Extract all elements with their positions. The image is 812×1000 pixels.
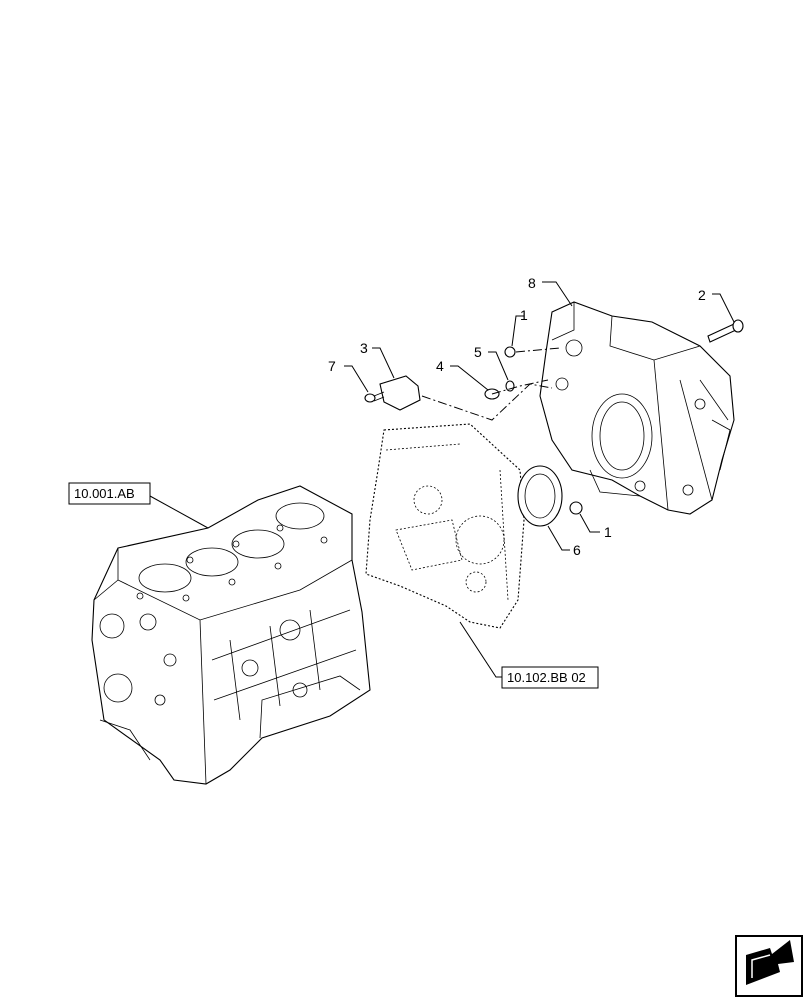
callout-5: 5: [474, 344, 482, 360]
svg-text:10.001.AB: 10.001.AB: [74, 486, 135, 501]
screw-part-7: [364, 391, 385, 403]
next-page-arrow-icon[interactable]: [735, 935, 803, 997]
ring-part-5: [505, 380, 515, 392]
svg-text:10.102.BB 02: 10.102.BB 02: [507, 670, 586, 685]
callout-3: 3: [360, 340, 368, 356]
flywheel-housing-illustration: [539, 301, 735, 515]
plug-part-1-top: [504, 346, 516, 358]
engine-block-illustration: [91, 485, 371, 785]
callout-2: 2: [698, 287, 706, 303]
assembly-centerlines: [421, 347, 561, 421]
front-plate-illustration: [365, 423, 525, 629]
leader-lines: [149, 281, 735, 678]
ref-box-engine-block[interactable]: 10.001.AB: [68, 482, 151, 505]
bolt-part-2: [707, 319, 744, 343]
cover-plate-part-3: [379, 375, 421, 411]
seal-part-6: [517, 465, 563, 527]
callout-1-top: 1: [520, 307, 528, 323]
plug-part-1-bottom: [569, 501, 583, 515]
callout-8: 8: [528, 275, 536, 291]
callout-7: 7: [328, 358, 336, 374]
ref-box-front-plate[interactable]: 10.102.BB 02: [501, 666, 599, 689]
callout-6: 6: [573, 542, 581, 558]
callout-4: 4: [436, 358, 444, 374]
callout-1-bottom: 1: [604, 524, 612, 540]
